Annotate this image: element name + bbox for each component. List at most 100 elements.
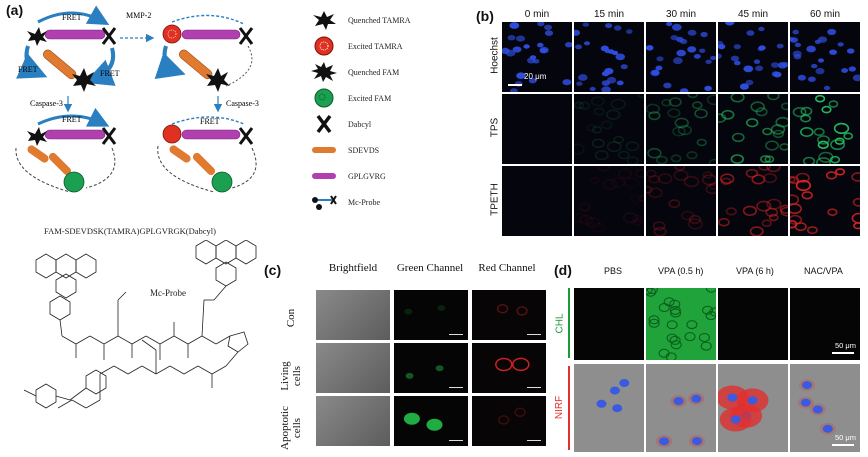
legend-item: SDEVDS — [310, 140, 379, 160]
col-label-nac-vpa: NAC/VPA — [804, 266, 843, 276]
scale-bar-label: 50 μm — [835, 433, 856, 442]
fret-label-2: FRET — [18, 65, 38, 74]
row-label-chl: CHL — [554, 313, 566, 334]
row-label-nirf: NIRF — [554, 395, 566, 420]
scale-bar — [527, 386, 541, 388]
micrograph-b — [718, 22, 788, 92]
micrograph-d — [646, 288, 716, 360]
nirf-bar — [568, 366, 570, 450]
micrograph-d: 50 μm — [790, 288, 860, 360]
row-label-apoptotic: Apoptotic cells — [279, 406, 303, 450]
excited-tamra-icon — [162, 24, 182, 44]
dabcyl-icon — [316, 114, 332, 134]
micrograph-b — [790, 22, 860, 92]
col-label-pbs: PBS — [604, 266, 623, 276]
legend-item: Mc-Probe — [310, 192, 380, 212]
mmp2-label: MMP-2 — [126, 11, 151, 20]
col-label-0min: 0 min — [524, 9, 550, 20]
gplgvrg-icon — [312, 173, 336, 179]
legend-item: Quenched TAMRA — [310, 10, 411, 30]
mc-probe-structure — [23, 240, 257, 409]
micrograph-c — [316, 396, 390, 446]
scale-bar — [832, 444, 854, 446]
col-label-brightfield: Brightfield — [328, 262, 378, 274]
panel-c-label: (c) — [264, 262, 282, 278]
microscopy-grid-b: 0 min 15 min 30 min 45 min 60 min 20 μm — [502, 9, 860, 236]
scale-bar — [449, 439, 463, 441]
micrograph-b — [646, 22, 716, 92]
caspase-label-right: Caspase-3 — [226, 99, 259, 108]
micrograph-b — [718, 166, 788, 236]
sdevds-icon — [312, 147, 336, 153]
micrograph-b — [790, 166, 860, 236]
fret-label-4: FRET — [62, 115, 82, 124]
row-label-tpeth: TPETH — [489, 183, 501, 216]
excited-tamra-icon — [314, 36, 334, 56]
micrograph-b — [574, 94, 644, 164]
col-label-vpa-05h: VPA (0.5 h) — [658, 266, 704, 276]
mc-probe-icon — [312, 195, 337, 210]
scale-bar-label: 50 μm — [835, 341, 856, 350]
fret-label-1: FRET — [62, 13, 82, 22]
micrograph-d — [718, 364, 788, 452]
panel-a: (a) FRET FRET FRET MMP-2 — [0, 0, 300, 240]
micrograph-c — [316, 343, 390, 393]
micrograph-b — [502, 94, 572, 164]
micrograph-d — [718, 288, 788, 360]
legend: Quenched TAMRA Excited TAMRA Quenched FA… — [310, 10, 490, 230]
excited-fam-icon — [63, 171, 85, 193]
micrograph-d: 50 μm — [790, 364, 860, 452]
fret-label-5: FRET — [200, 117, 220, 126]
col-label-45min: 45 min — [737, 9, 768, 20]
fret-label-3: FRET — [100, 69, 120, 78]
micrograph-b — [646, 166, 716, 236]
micrograph-c — [394, 343, 468, 393]
micrograph-c — [472, 396, 546, 446]
structure-label: Mc-Probe — [150, 288, 186, 298]
legend-item: GPLGVRG — [310, 166, 386, 186]
micrograph-c — [472, 343, 546, 393]
panel-b: (b) — [470, 0, 868, 240]
micrograph-d — [574, 364, 644, 452]
row-label-con: Con — [285, 308, 297, 328]
panel-a-label: (a) — [6, 2, 24, 18]
caspase-label-left: Caspase-3 — [30, 99, 63, 108]
micrograph-b: 20 μm — [502, 22, 572, 92]
probe-formula: FAM-SDEVDSK(TAMRA)GPLGVRGK(Dabcyl) — [44, 226, 216, 236]
col-label-15min: 15 min — [593, 9, 624, 20]
col-label-red: Red Channel — [478, 262, 536, 274]
micrograph-b — [646, 94, 716, 164]
quenched-tamra-icon — [313, 11, 336, 30]
panel-b-label: (b) — [476, 8, 494, 24]
micrograph-d — [646, 364, 716, 452]
mmp2-cleaved-probe — [154, 14, 254, 92]
scale-bar — [527, 333, 541, 335]
caspase-cleaved-probe-right — [157, 116, 257, 193]
scale-bar — [832, 352, 854, 354]
col-label-green: Green Channel — [396, 262, 464, 274]
fret-schematic: FRET FRET FRET MMP-2 Caspase-3 Caspase-3 — [15, 5, 259, 193]
micrograph-c — [316, 290, 390, 340]
scale-bar — [449, 386, 463, 388]
legend-item: Dabcyl — [310, 114, 371, 134]
scale-bar — [508, 84, 522, 86]
scale-bar — [527, 439, 541, 441]
micrograph-b — [574, 22, 644, 92]
quenched-fam-icon — [311, 62, 337, 82]
row-label-tps: TPS — [489, 117, 501, 138]
panel-d-label: (d) — [554, 262, 572, 278]
micrograph-c — [394, 396, 468, 446]
micrograph-b — [790, 94, 860, 164]
row-label-living: Living cells — [279, 361, 303, 391]
panel-c: (c) Brightfield Green Channel Red Channe… — [264, 256, 548, 454]
chl-bar — [568, 288, 570, 358]
legend-item: Excited FAM — [310, 88, 391, 108]
legend-item: Excited TAMRA — [310, 36, 403, 56]
quenched-tamra-icon — [27, 27, 47, 46]
caspase-cleaved-probe-left — [15, 107, 117, 193]
chemical-structure: Mc-Probe — [0, 240, 300, 454]
scale-bar — [449, 333, 463, 335]
micrograph-b — [502, 166, 572, 236]
micrograph-b — [574, 166, 644, 236]
scale-bar-label: 20 μm — [524, 72, 547, 81]
